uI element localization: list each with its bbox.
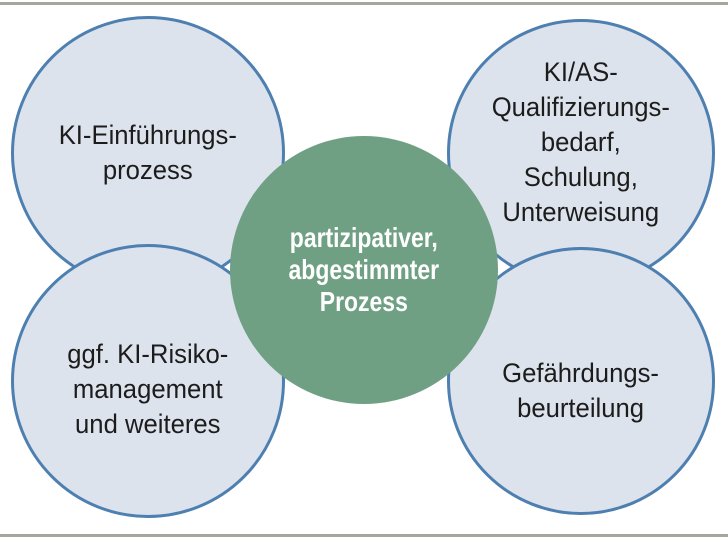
label-line: Unterweisung bbox=[502, 196, 660, 227]
circle-central-process: partizipativer, abgestimmter Prozess bbox=[230, 136, 498, 404]
circle-label: Gefährdungs- beurteilung bbox=[503, 356, 660, 426]
label-line: abgestimmter bbox=[288, 254, 440, 285]
label-line: Schulung, bbox=[523, 161, 639, 192]
circle-label: KI/AS- Qualifizierungs- bedarf, Schulung… bbox=[492, 55, 670, 230]
label-line: Qualifizierungs- bbox=[491, 91, 671, 122]
label-line: Prozess bbox=[319, 286, 409, 317]
label-line: KI-Einführungs- bbox=[58, 120, 238, 150]
circle-label: partizipativer, abgestimmter Prozess bbox=[289, 222, 440, 318]
circle-label: ggf. KI-Risiko- management und weiteres bbox=[67, 337, 228, 442]
label-line: KI/AS- bbox=[543, 56, 619, 87]
label-line: bedarf, bbox=[541, 126, 621, 157]
label-line: und weiteres bbox=[75, 408, 221, 439]
label-line: partizipativer, bbox=[289, 222, 439, 253]
circle-label: KI-Einführungs- prozess bbox=[59, 118, 237, 188]
label-line: Gefährdungs- bbox=[502, 358, 660, 388]
label-line: prozess bbox=[103, 155, 193, 185]
top-rule bbox=[0, 2, 728, 5]
label-line: management bbox=[73, 373, 223, 404]
label-line: beurteilung bbox=[517, 393, 645, 423]
label-line: ggf. KI-Risiko- bbox=[67, 338, 229, 369]
bottom-rule bbox=[0, 534, 728, 537]
circle-ggf-ki-risikomanagement: ggf. KI-Risiko- management und weiteres bbox=[11, 244, 285, 518]
